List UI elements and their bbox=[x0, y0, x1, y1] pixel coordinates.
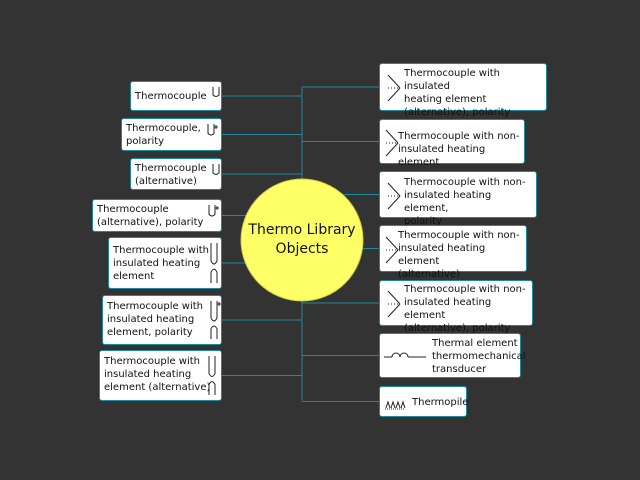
node-label: Thermocouple (alternative) bbox=[135, 163, 207, 187]
left-node-3[interactable]: Thermocouple (alternative), polarity bbox=[92, 199, 222, 232]
thermocouple-polarity-icon bbox=[207, 124, 218, 136]
left-node-6[interactable]: Thermocouple with insulated heating elem… bbox=[99, 350, 222, 401]
thermocouple-noninsulated-alternative-icon bbox=[385, 236, 399, 263]
node-label: Thermocouple with non- insulated heating… bbox=[404, 284, 526, 334]
thermocouple-insulated-alt-polarity-icon bbox=[387, 74, 401, 102]
right-node-5[interactable]: Thermal element thermomechanical transdu… bbox=[379, 333, 526, 378]
center-title-line-2: Objects bbox=[275, 241, 329, 257]
thermocouple-insulated-heating-icon bbox=[210, 243, 218, 283]
center-node-title: Thermo Library Objects bbox=[244, 221, 360, 259]
node-symbol bbox=[386, 289, 402, 323]
node-label: Thermocouple with non- insulated heating… bbox=[404, 177, 526, 227]
node-label: Thermocouple with insulated heating elem… bbox=[107, 301, 204, 338]
node-label: Thermocouple with insulated heating elem… bbox=[113, 245, 210, 282]
node-symbol bbox=[384, 128, 400, 162]
node-label: Thermopile bbox=[412, 397, 469, 408]
thermocouple-insulated-heating-polarity-icon bbox=[210, 301, 221, 339]
left-node-5[interactable]: Thermocouple with insulated heating elem… bbox=[102, 295, 222, 345]
node-symbol bbox=[207, 242, 221, 288]
node-symbol bbox=[384, 235, 400, 269]
node-label: Thermocouple (alternative), polarity bbox=[97, 204, 204, 228]
center-title-line-1: Thermo Library bbox=[248, 222, 356, 238]
node-symbol bbox=[386, 181, 402, 215]
thermocouple-alternative-polarity-icon bbox=[208, 205, 219, 217]
node-symbol bbox=[384, 396, 406, 414]
left-node-1[interactable]: Thermocouple, polarity bbox=[121, 118, 222, 151]
thermocouple-noninsulated-polarity-icon bbox=[387, 182, 401, 209]
thermocouple-insulated-heating-alternative-icon bbox=[208, 356, 216, 395]
thermal-element-transducer-icon bbox=[384, 352, 426, 357]
right-node-2[interactable]: Thermocouple with non- insulated heating… bbox=[379, 171, 537, 227]
node-symbol bbox=[386, 73, 402, 107]
thermocouple-icon bbox=[212, 87, 220, 97]
right-node-6[interactable]: Thermopile bbox=[379, 386, 469, 417]
left-node-4[interactable]: Thermocouple with insulated heating elem… bbox=[108, 237, 222, 289]
node-symbol bbox=[204, 123, 218, 150]
thermopile-icon bbox=[385, 399, 406, 409]
node-symbol bbox=[205, 204, 219, 231]
node-symbol bbox=[384, 352, 426, 366]
node-symbol bbox=[209, 163, 223, 189]
node-symbol bbox=[205, 355, 219, 400]
thermocouple-alternative-icon bbox=[212, 164, 220, 176]
center-node-circle bbox=[240, 178, 364, 302]
thermocouple-noninsulated-icon bbox=[385, 129, 399, 156]
node-symbol bbox=[207, 300, 221, 344]
node-symbol bbox=[209, 86, 223, 110]
thermocouple-noninsulated-alt-polarity-icon bbox=[387, 290, 401, 318]
node-label: Thermocouple with non- insulated heating… bbox=[398, 131, 520, 168]
left-node-0[interactable]: Thermocouple bbox=[130, 81, 222, 111]
node-label: Thermocouple with non- insulated heating… bbox=[398, 230, 520, 280]
node-label: Thermocouple, polarity bbox=[126, 123, 201, 147]
node-label: Thermal element thermomechanical transdu… bbox=[432, 338, 526, 375]
right-node-1[interactable]: Thermocouple with non- insulated heating… bbox=[379, 119, 525, 168]
right-node-3[interactable]: Thermocouple with non- insulated heating… bbox=[379, 225, 527, 280]
right-node-4[interactable]: Thermocouple with non- insulated heating… bbox=[379, 280, 533, 334]
node-label: Thermocouple with insulated heating elem… bbox=[404, 68, 511, 118]
node-label: Thermocouple bbox=[135, 91, 207, 102]
right-node-0[interactable]: Thermocouple with insulated heating elem… bbox=[379, 63, 547, 118]
node-label: Thermocouple with insulated heating elem… bbox=[104, 356, 211, 393]
left-node-2[interactable]: Thermocouple (alternative) bbox=[130, 158, 222, 190]
